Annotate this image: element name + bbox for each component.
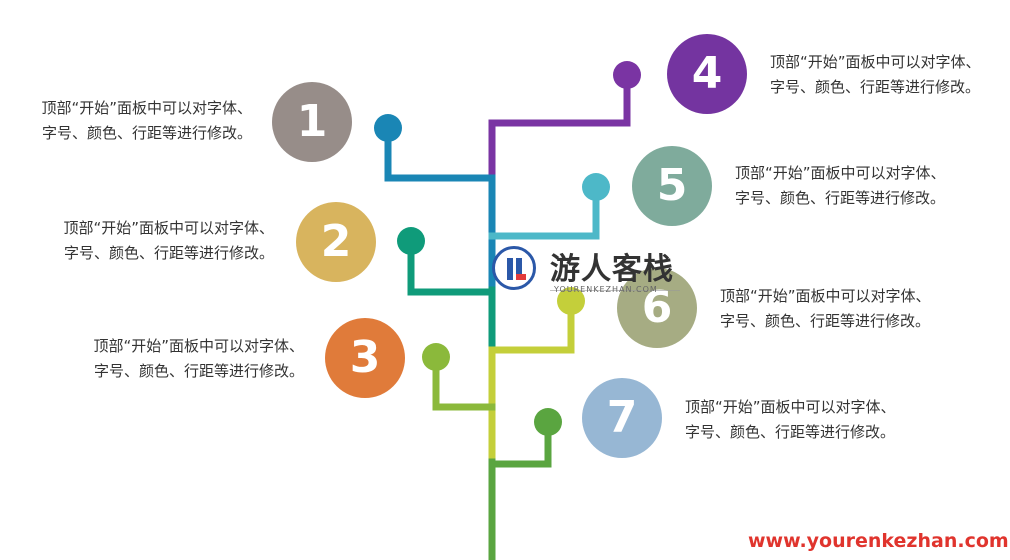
description-7: 顶部“开始”面板中可以对字体、 字号、颜色、行距等进行修改。 [685,395,925,445]
branch-1-node [374,114,402,142]
description-5-line1: 顶部“开始”面板中可以对字体、 [735,164,946,182]
logo-divider [550,290,680,291]
description-1-line2: 字号、颜色、行距等进行修改。 [41,124,252,142]
branch-5-node [582,173,610,201]
description-6: 顶部“开始”面板中可以对字体、 字号、颜色、行距等进行修改。 [720,284,960,334]
watermark-url: www.yourenkezhan.com [748,530,1009,552]
description-5: 顶部“开始”面板中可以对字体、 字号、颜色、行距等进行修改。 [735,161,975,211]
description-1-line1: 顶部“开始”面板中可以对字体、 [41,99,252,117]
branch-4-node [613,61,641,89]
description-7-line2: 字号、颜色、行距等进行修改。 [685,423,896,441]
description-7-line1: 顶部“开始”面板中可以对字体、 [685,398,896,416]
description-3-line2: 字号、颜色、行距等进行修改。 [93,362,304,380]
description-5-line2: 字号、颜色、行距等进行修改。 [735,189,946,207]
description-3: 顶部“开始”面板中可以对字体、 字号、颜色、行距等进行修改。 [64,334,304,384]
description-2-line1: 顶部“开始”面板中可以对字体、 [63,219,274,237]
description-6-line2: 字号、颜色、行距等进行修改。 [720,312,931,330]
badge-2: 2 [296,202,376,282]
description-2-line2: 字号、颜色、行距等进行修改。 [63,244,274,262]
logo-mark-icon [492,246,536,290]
description-4-line2: 字号、颜色、行距等进行修改。 [770,78,981,96]
badge-6: 6 [617,268,697,348]
branch-7-node [534,408,562,436]
site-logo: 游人客栈 YOURENKEZHAN.COM [492,242,692,302]
badge-3: 3 [325,318,405,398]
logo-url: YOURENKEZHAN.COM [554,285,658,294]
description-3-line1: 顶部“开始”面板中可以对字体、 [93,337,304,355]
badge-1: 1 [272,82,352,162]
branch-2-node [397,227,425,255]
description-4: 顶部“开始”面板中可以对字体、 字号、颜色、行距等进行修改。 [770,50,1010,100]
badge-5: 5 [632,146,712,226]
description-1: 顶部“开始”面板中可以对字体、 字号、颜色、行距等进行修改。 [12,96,252,146]
badge-7: 7 [582,378,662,458]
branch-6-node [557,287,585,315]
description-4-line1: 顶部“开始”面板中可以对字体、 [770,53,981,71]
description-6-line1: 顶部“开始”面板中可以对字体、 [720,287,931,305]
badge-4: 4 [667,34,747,114]
description-2: 顶部“开始”面板中可以对字体、 字号、颜色、行距等进行修改。 [34,216,274,266]
logo-name: 游人客栈 [550,252,674,287]
branch-3-node [422,343,450,371]
